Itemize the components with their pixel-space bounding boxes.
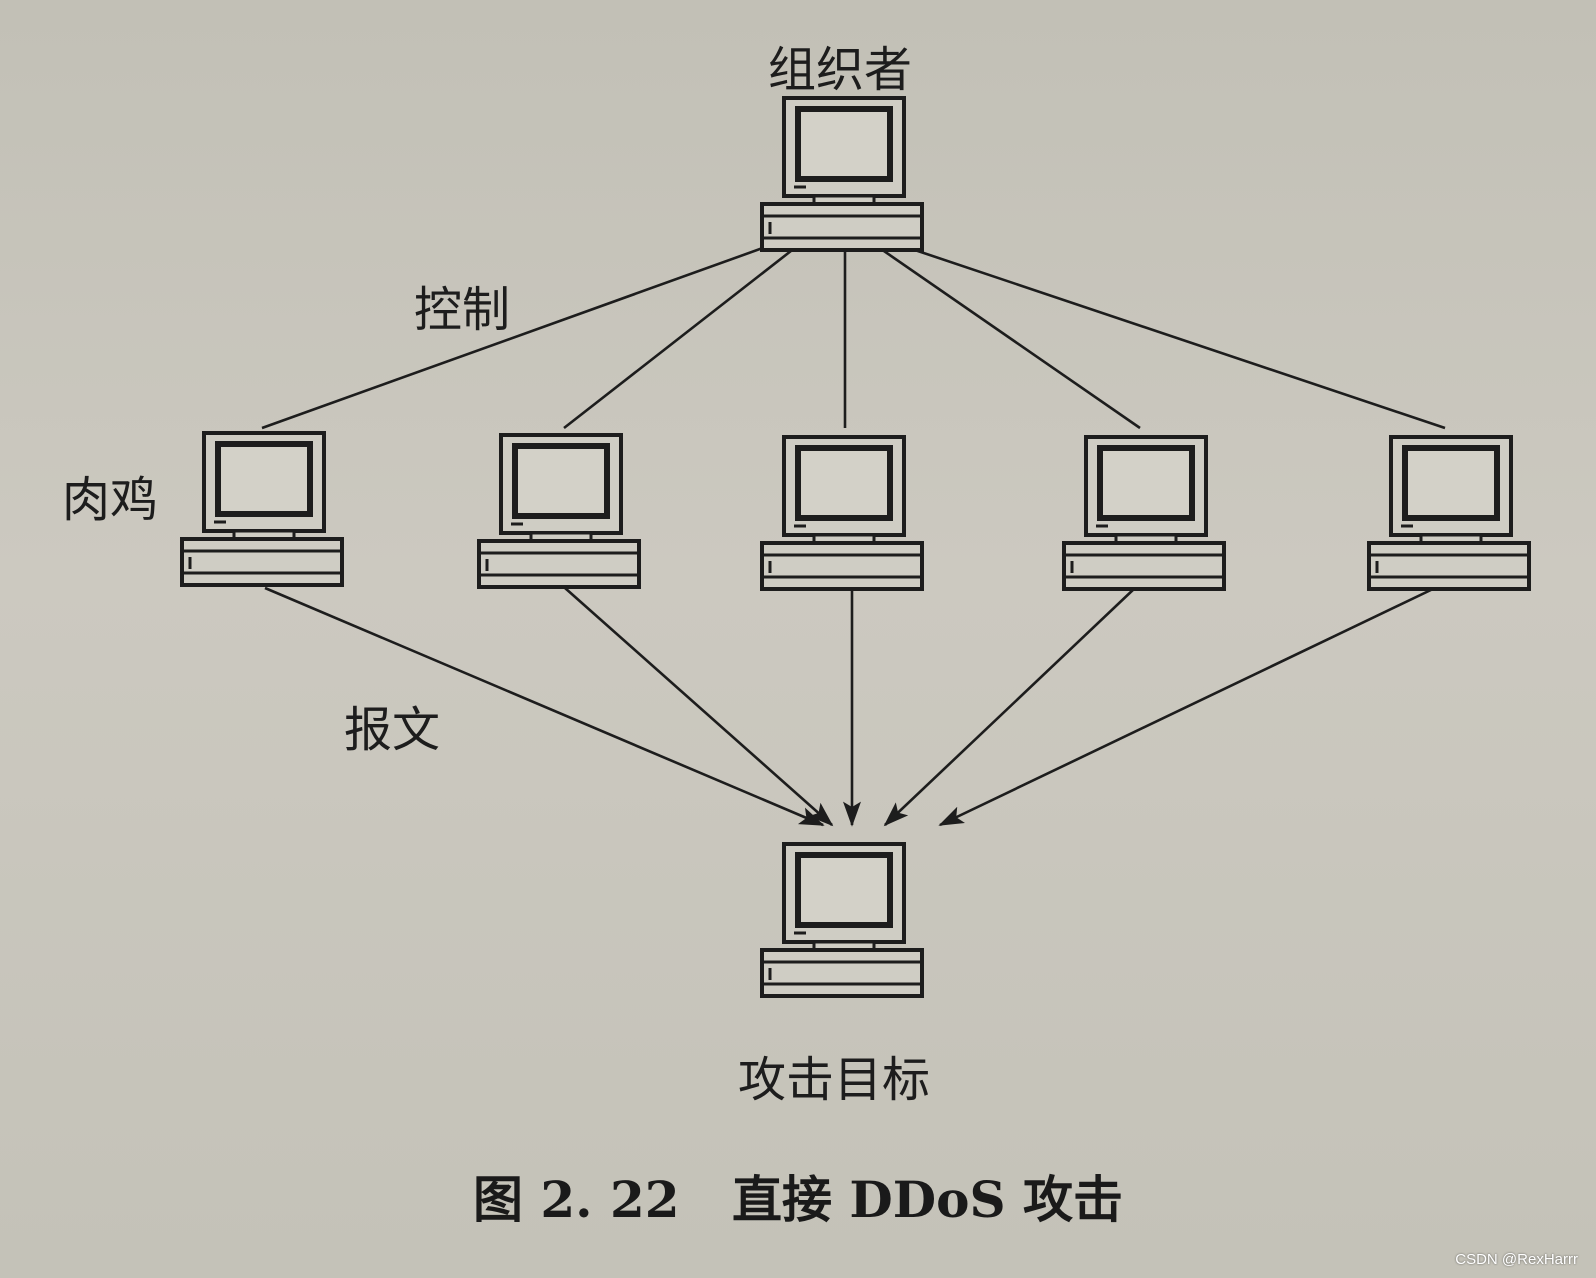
control-line-2 [563,238,806,430]
packet-line-5 [938,586,1436,827]
organizer-label: 组织者 [768,42,913,98]
packet-line-4 [883,587,1136,827]
packet-label: 报文 [344,702,441,758]
target-label: 攻击目标 [738,1052,931,1108]
organizer-computer-icon [762,98,922,250]
zombie-computer-icon [1064,437,1224,589]
packet-line-2 [564,587,834,827]
target-computer-icon [762,844,922,996]
zombie-computer-icon [479,435,639,587]
packet-line-1 [264,586,825,827]
figure-title: 直接 DDoS 攻击 [732,1170,1123,1229]
packet-lines [264,586,1436,827]
control-line-1 [261,238,786,430]
control-line-4 [867,238,1141,430]
zombie-computer-icon [182,433,342,585]
control-label: 控制 [414,282,511,338]
control-line-5 [884,238,1446,430]
zombie-computer-icon [762,437,922,589]
zombie-label: 肉鸡 [62,472,159,528]
figure-caption: 图 2. 22 直接 DDoS 攻击 [0,1160,1596,1232]
control-lines [261,238,1446,430]
zombie-computer-icon [1369,437,1529,589]
figure-number: 图 2. 22 [472,1170,680,1229]
watermark: CSDN @RexHarrr [1455,1251,1578,1268]
